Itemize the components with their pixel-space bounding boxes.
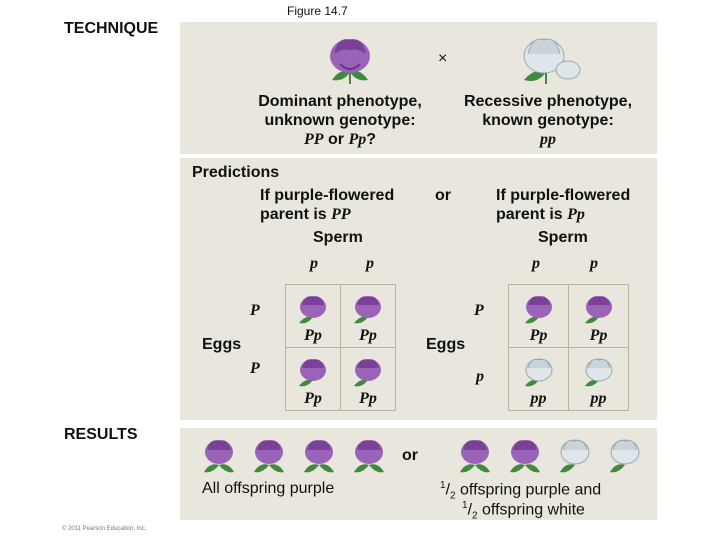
purple-flower-icon (330, 39, 370, 84)
results-right-flowers (452, 432, 652, 476)
question-mark: ? (366, 131, 376, 148)
or-word: or (327, 131, 344, 148)
genotype-label: pp (530, 390, 547, 407)
purple-flower-icon (299, 359, 326, 387)
right-sperm-label: Sperm (538, 229, 588, 246)
right-egg-allele-1: P (474, 302, 484, 319)
white-flower-icon (560, 439, 590, 473)
right-sperm-allele-1: p (532, 255, 540, 272)
genotype-label: Pp (589, 327, 608, 344)
left-sperm-label: Sperm (313, 229, 363, 246)
purple-flower-icon (354, 440, 384, 473)
purple-flower-icon (304, 440, 334, 473)
genotype-PP: PP (303, 131, 324, 148)
left-egg-allele-2: P (250, 360, 260, 377)
right-sperm-allele-2: p (590, 255, 598, 272)
left-condition-line1: If purple-flowered (260, 187, 395, 204)
genotype-label: pp (590, 390, 607, 407)
purple-flower-icon (354, 359, 381, 387)
predictions-heading: Predictions (192, 164, 280, 181)
copyright: © 2011 Pearson Education, Inc. (62, 526, 147, 532)
fraction-numerator: 1 (462, 500, 468, 511)
punnett-cell: pp (569, 348, 629, 411)
left-condition-genotype: PP (331, 206, 351, 223)
dominant-line2: unknown genotype: (264, 112, 416, 129)
purple-flower-icon (524, 296, 552, 324)
dominant-line1: Dominant phenotype, (258, 93, 422, 110)
caption-text: offspring purple and (460, 481, 602, 499)
recessive-line1: Recessive phenotype, (463, 93, 633, 110)
right-condition-line2: parent is Pp (496, 206, 585, 224)
right-condition-line1: If purple-flowered (496, 187, 631, 204)
cross-symbol: × (438, 50, 448, 67)
results-left-caption: All offspring purple (202, 480, 335, 497)
left-condition-line2: parent is PP (260, 206, 351, 224)
fraction-denominator: 2 (450, 490, 456, 502)
left-condition-prefix: parent is (260, 206, 327, 223)
dominant-genotypes: PP or Pp? (240, 131, 440, 149)
genotype-Pp: Pp (348, 131, 367, 148)
purple-flower-icon (254, 440, 284, 473)
punnett-cell: Pp (286, 348, 341, 411)
punnett-cell: Pp (286, 285, 341, 348)
recessive-line2: known genotype: (482, 112, 614, 129)
left-eggs-label: Eggs (202, 336, 242, 353)
genotype-label: Pp (359, 390, 377, 407)
white-flower-icon (584, 358, 612, 387)
results-label: RESULTS (64, 426, 138, 443)
fraction-denominator: 2 (472, 510, 478, 522)
results-right-caption-line2: 1/2 offspring white (462, 500, 585, 522)
caption-text: offspring white (482, 501, 585, 519)
white-flower-icon (524, 358, 552, 387)
fraction-numerator: 1 (440, 480, 446, 491)
purple-flower-icon (460, 440, 490, 473)
punnett-cell: Pp (341, 285, 396, 348)
genotype-label: Pp (304, 327, 322, 344)
white-flower-icon (610, 439, 640, 473)
left-punnett-square: Pp Pp Pp Pp (285, 284, 396, 411)
left-sperm-allele-2: p (366, 255, 374, 272)
recessive-genotype: pp (540, 131, 556, 148)
right-condition-genotype: Pp (567, 206, 585, 223)
purple-flower-icon (204, 440, 234, 473)
purple-flower-icon (354, 296, 381, 324)
results-left-flowers (196, 432, 396, 476)
purple-flower-icon (510, 440, 540, 473)
punnett-cell: Pp (569, 285, 629, 348)
purple-flower-icon (299, 296, 326, 324)
technique-label: TECHNIQUE (64, 20, 159, 37)
purple-flower-icon (584, 296, 612, 324)
predictions-or: or (435, 187, 451, 204)
figure-title: Figure 14.7 (287, 4, 348, 18)
right-eggs-label: Eggs (426, 336, 466, 353)
genotype-label: Pp (359, 327, 377, 344)
punnett-cell: Pp (341, 348, 396, 411)
results-or: or (402, 447, 418, 464)
right-condition-prefix: parent is (496, 206, 563, 223)
genotype-label: Pp (304, 390, 322, 407)
punnett-cell: Pp (509, 285, 569, 348)
results-right-caption-line1: 1/2 offspring purple and (440, 480, 602, 502)
technique-panel (180, 22, 657, 154)
right-egg-allele-2: p (476, 368, 484, 385)
genotype-label: Pp (529, 327, 548, 344)
punnett-cell: pp (509, 348, 569, 411)
left-egg-allele-1: P (250, 302, 260, 319)
right-punnett-square: Pp Pp pp pp (508, 284, 629, 411)
white-flower-icon (523, 38, 581, 84)
left-sperm-allele-1: p (310, 255, 318, 272)
